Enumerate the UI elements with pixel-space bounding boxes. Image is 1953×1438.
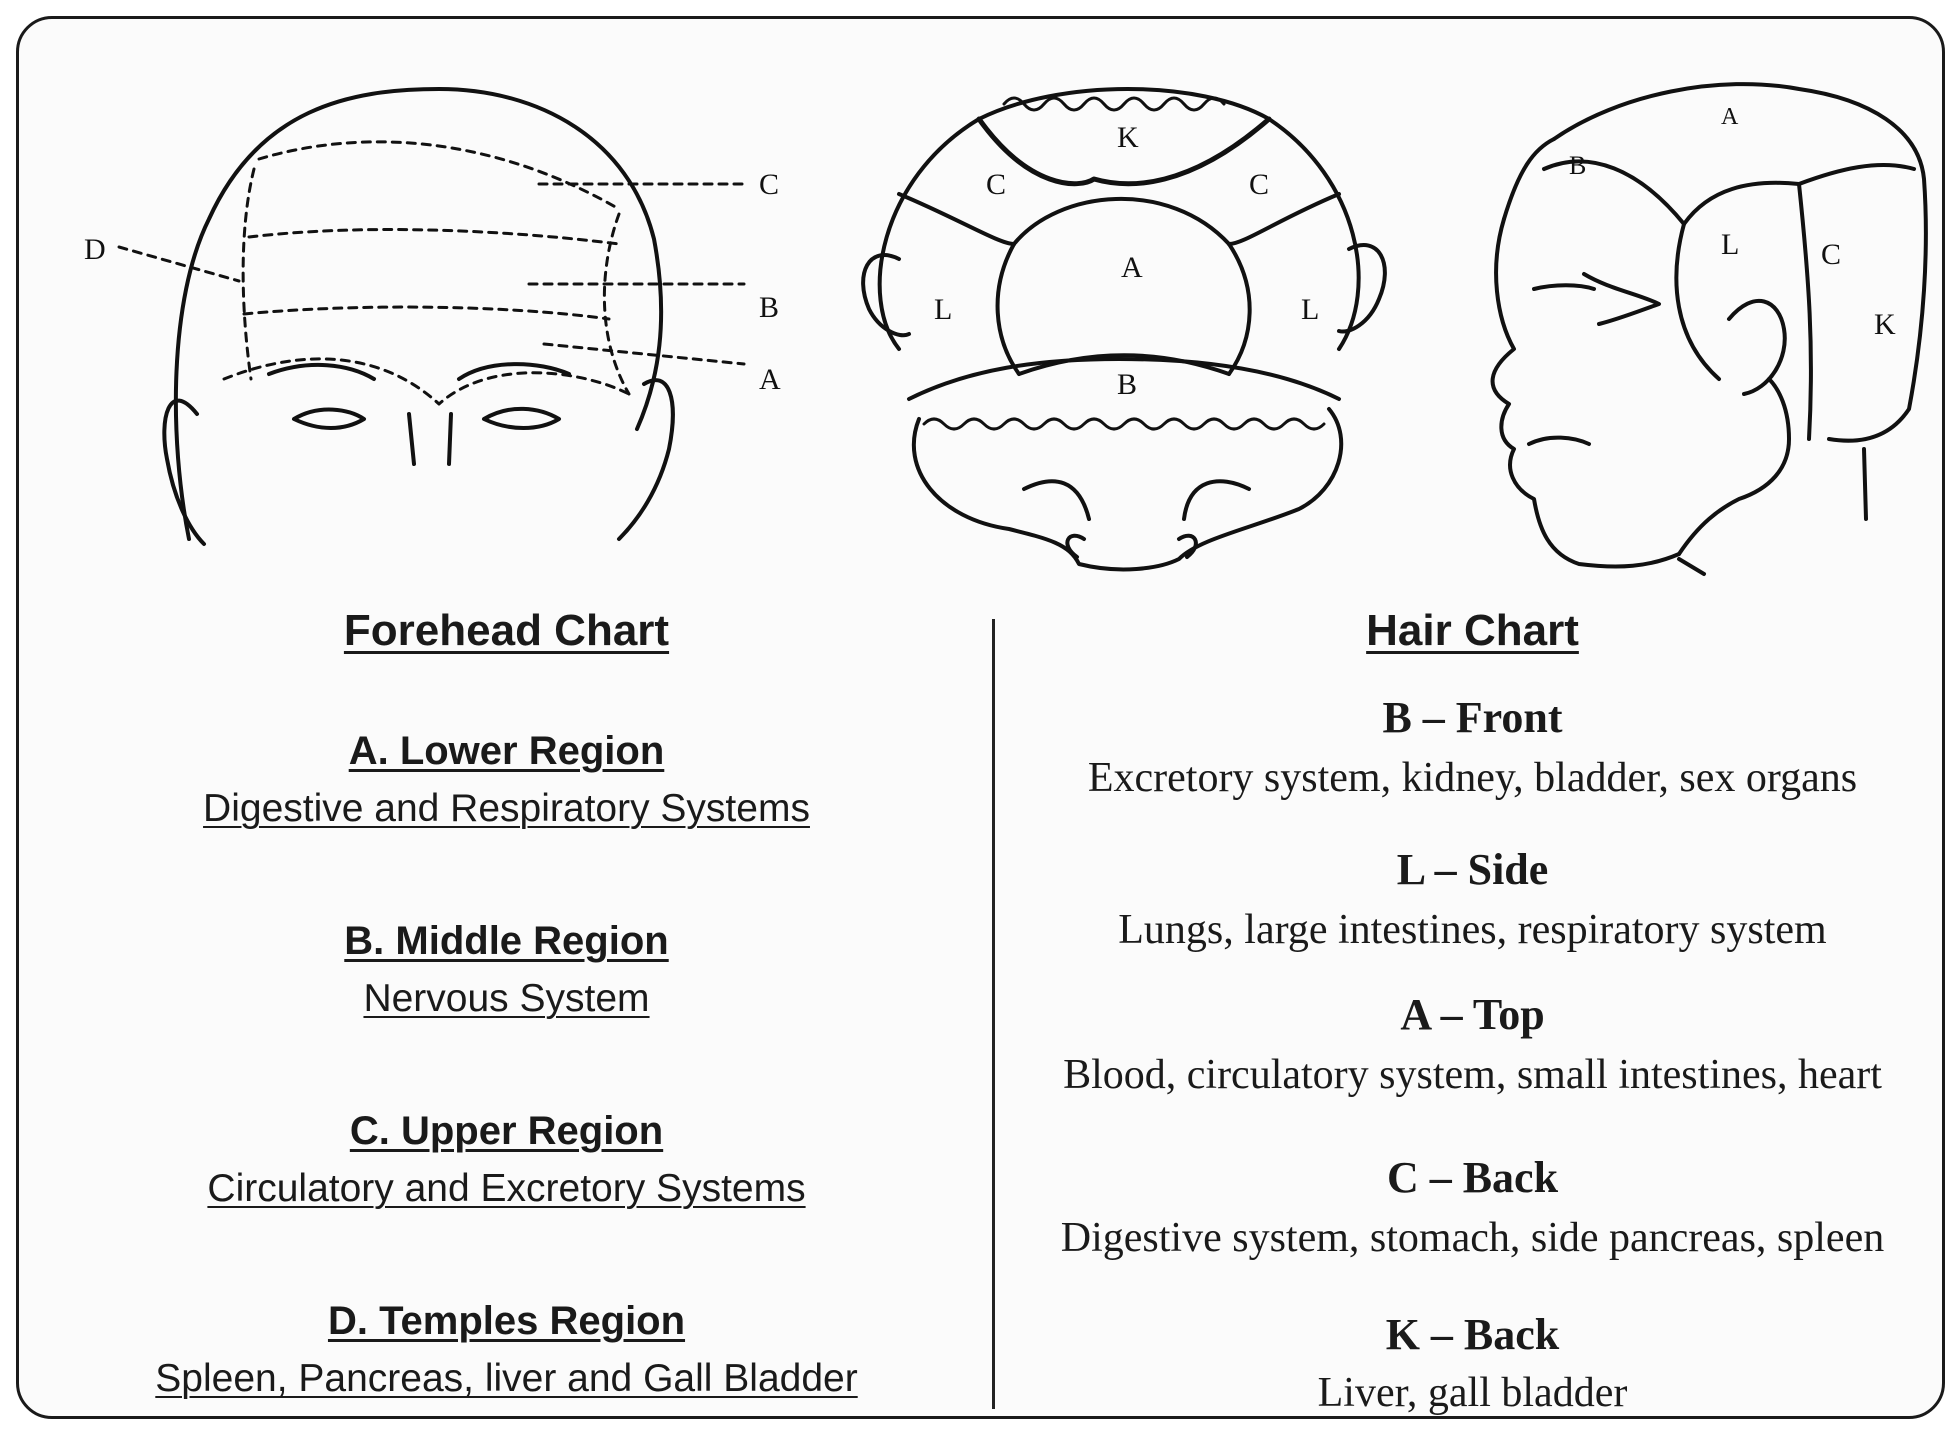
forehead-region-b-heading: B. Middle Region bbox=[344, 919, 669, 963]
hair-region-l-heading: L – Side bbox=[1396, 845, 1549, 894]
top-view-label-k: K bbox=[1117, 121, 1139, 154]
forehead-label-c: C bbox=[759, 168, 779, 201]
hair-region-c-heading: C – Back bbox=[1386, 1153, 1559, 1202]
forehead-chart-section: Forehead Chart A. Lower Region Digestive… bbox=[19, 604, 994, 1404]
side-view-label-b: B bbox=[1569, 151, 1586, 180]
hair-region-b-description: Excretory system, kidney, bladder, sex o… bbox=[1087, 755, 1858, 801]
forehead-label-d: D bbox=[84, 233, 106, 266]
side-view-label-a: A bbox=[1721, 104, 1739, 130]
hair-region-b-heading: B – Front bbox=[1382, 693, 1563, 742]
forehead-chart-title: Forehead Chart bbox=[343, 606, 670, 655]
forehead-region-b-description: Nervous System bbox=[363, 977, 650, 1020]
top-view-label-l-left: L bbox=[934, 293, 952, 326]
top-view-label-b: B bbox=[1117, 368, 1137, 401]
forehead-diagram bbox=[117, 87, 746, 546]
top-view-label-a: A bbox=[1121, 251, 1143, 284]
hair-side-view-diagram bbox=[1490, 82, 1928, 576]
hair-top-view-diagram bbox=[861, 87, 1387, 572]
forehead-label-a: A bbox=[759, 363, 781, 396]
side-view-label-c: C bbox=[1821, 238, 1841, 271]
top-view-label-l-right: L bbox=[1301, 293, 1319, 326]
hair-region-k-description: Liver, gall bladder bbox=[1317, 1370, 1628, 1416]
column-divider bbox=[992, 619, 995, 1409]
chart-card: D C B A K C C A L L B A B L C K Forehead… bbox=[16, 16, 1945, 1419]
side-view-label-l: L bbox=[1721, 228, 1739, 261]
forehead-region-d-description: Spleen, Pancreas, liver and Gall Bladder bbox=[155, 1357, 858, 1400]
hair-chart-title: Hair Chart bbox=[1366, 606, 1579, 655]
head-diagrams: D C B A K C C A L L B A B L C K bbox=[84, 82, 1928, 576]
forehead-region-c-heading: C. Upper Region bbox=[349, 1109, 664, 1153]
forehead-region-c-description: Circulatory and Excretory Systems bbox=[207, 1167, 806, 1210]
top-view-label-c-right: C bbox=[1249, 168, 1269, 201]
forehead-region-a-heading: A. Lower Region bbox=[348, 729, 665, 773]
hair-region-a-description: Blood, circulatory system, small intesti… bbox=[1063, 1052, 1882, 1098]
side-view-label-k: K bbox=[1874, 308, 1896, 341]
forehead-label-b: B bbox=[759, 291, 779, 324]
hair-region-l-description: Lungs, large intestines, respiratory sys… bbox=[1118, 907, 1827, 953]
forehead-region-d-heading: D. Temples Region bbox=[327, 1299, 686, 1343]
top-view-label-c-left: C bbox=[986, 168, 1006, 201]
hair-region-a-heading: A – Top bbox=[1400, 990, 1545, 1039]
hair-region-k-heading: K – Back bbox=[1385, 1310, 1560, 1359]
hair-chart-section: Hair Chart B – Front Excretory system, k… bbox=[997, 604, 1942, 1416]
forehead-region-a-description: Digestive and Respiratory Systems bbox=[203, 787, 810, 830]
hair-region-c-description: Digestive system, stomach, side pancreas… bbox=[1060, 1215, 1885, 1261]
